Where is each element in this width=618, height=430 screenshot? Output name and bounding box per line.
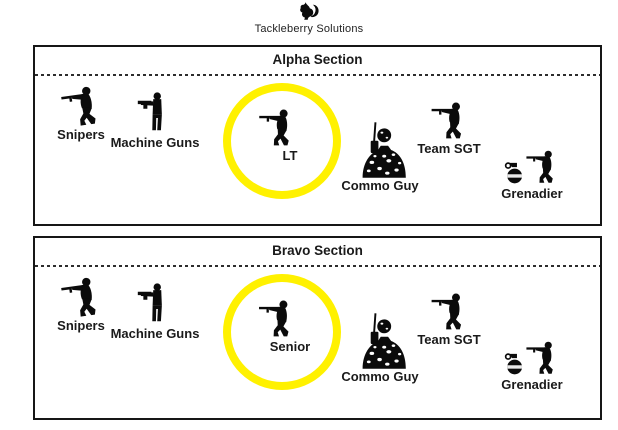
grenadier-icon <box>504 336 559 377</box>
bravo-section-box: Bravo Section Snipers Machine Guns Senio… <box>33 236 602 420</box>
member-label: Snipers <box>57 318 105 333</box>
sniper-soldier-icon <box>58 80 104 129</box>
team-leader-icon <box>258 104 296 148</box>
dashed-divider <box>35 74 600 76</box>
member-label: Snipers <box>57 127 105 142</box>
member-label: Grenadier <box>501 377 563 392</box>
member-label: LT <box>282 148 298 163</box>
member-machine-guns: Machine Guns <box>110 279 200 341</box>
member-senior: Senior <box>257 295 310 354</box>
section-title: Bravo Section <box>272 243 363 258</box>
highlight-circle <box>223 274 341 390</box>
rifleman-icon <box>430 97 468 141</box>
grenadier-icon <box>504 145 559 186</box>
member-grenadier: Grenadier <box>501 336 563 392</box>
rifleman-icon <box>430 288 468 332</box>
radio-operator-icon <box>353 313 407 369</box>
member-snipers: Snipers <box>57 274 105 333</box>
rifleman-icon <box>525 145 559 186</box>
alpha-section-box: Alpha Section Snipers Machine Guns LT Co… <box>33 45 602 226</box>
member-label: Machine Guns <box>110 135 200 150</box>
member-label: Commo Guy <box>341 369 419 384</box>
member-machine-guns: Machine Guns <box>110 88 200 150</box>
machine-gunner-icon <box>136 279 173 326</box>
member-team-sgt: Team SGT <box>417 288 481 347</box>
member-team-sgt: Team SGT <box>417 97 481 156</box>
section-title: Alpha Section <box>272 52 363 67</box>
grenade-icon <box>504 351 524 376</box>
dashed-divider <box>35 265 600 267</box>
member-label: Grenadier <box>501 186 563 201</box>
sniper-soldier-icon <box>58 271 104 320</box>
brand-header: Tackleberry Solutions <box>0 2 618 35</box>
rifleman-icon <box>525 336 559 377</box>
member-label: Machine Guns <box>110 326 200 341</box>
member-label: Team SGT <box>417 141 481 156</box>
team-leader-icon <box>258 295 296 339</box>
grenade-icon <box>504 160 524 185</box>
member-grenadier: Grenadier <box>501 145 563 201</box>
highlight-circle <box>223 83 341 199</box>
member-commo-guy: Commo Guy <box>341 313 419 384</box>
member-label: Senior <box>269 339 311 354</box>
member-snipers: Snipers <box>57 83 105 142</box>
machine-gunner-icon <box>136 88 173 135</box>
member-label: Commo Guy <box>341 178 419 193</box>
member-lt: LT <box>258 104 298 163</box>
radio-operator-icon <box>353 122 407 178</box>
squirrel-icon <box>297 2 321 22</box>
brand-name: Tackleberry Solutions <box>254 23 364 35</box>
member-label: Team SGT <box>417 332 481 347</box>
member-commo-guy: Commo Guy <box>341 122 419 193</box>
